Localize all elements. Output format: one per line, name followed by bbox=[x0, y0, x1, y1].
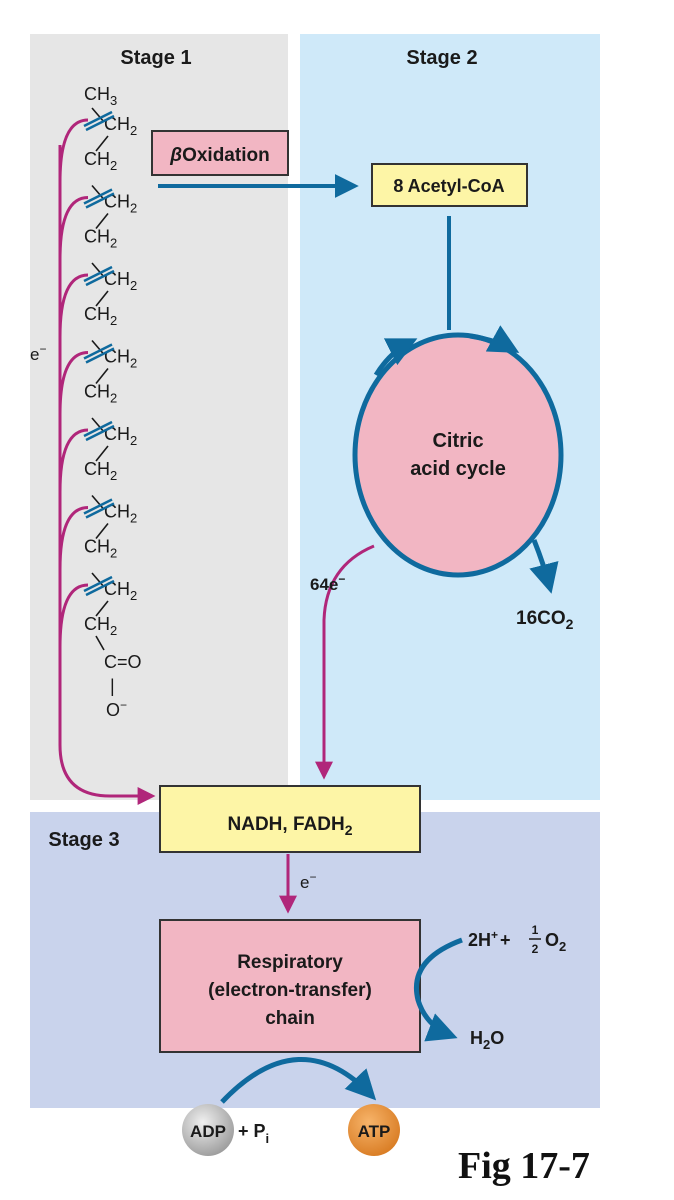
cleavage-mark bbox=[83, 420, 113, 438]
acetyl-coa-label: 8 Acetyl-CoA bbox=[393, 176, 504, 196]
electron-flow-arrow-left bbox=[58, 145, 156, 805]
adp-to-atp-arrow bbox=[220, 1057, 377, 1104]
palmitate-chain: CH3 CH2CH2CH2CH2CH2CH2CH2CH2CH2CH2CH2CH2… bbox=[83, 84, 142, 720]
adp-label: ADP bbox=[190, 1122, 226, 1141]
cleavage-mark bbox=[83, 188, 113, 205]
respiratory-chain-box bbox=[159, 919, 421, 1053]
chain-ch2: CH2 bbox=[84, 149, 117, 173]
atp-label: ATP bbox=[358, 1122, 391, 1141]
chain-ch2: CH2 bbox=[84, 459, 117, 483]
chain-ch2: CH2 bbox=[84, 614, 117, 638]
respiratory-line3: chain bbox=[265, 1008, 315, 1029]
nadh-fadh2-label: NADH, FADH2 bbox=[228, 814, 353, 838]
oxygen-o2: O2 bbox=[545, 930, 566, 954]
chain-bond bbox=[95, 135, 109, 152]
cycle-arrow-left bbox=[373, 338, 418, 377]
electrons-64-label: 64e− bbox=[310, 572, 345, 594]
chain-bond bbox=[91, 184, 105, 201]
cleavage-mark bbox=[83, 343, 113, 360]
cleavage-mark bbox=[85, 114, 115, 132]
atp-circle bbox=[348, 1104, 400, 1156]
cleavage-mark bbox=[83, 110, 113, 128]
stage2-label: Stage 2 bbox=[406, 47, 477, 69]
electron-label-down: e− bbox=[300, 870, 316, 892]
beta-oxidation-box bbox=[151, 130, 289, 176]
electron-flow-arrow-64 bbox=[315, 544, 375, 780]
chain-bond bbox=[95, 523, 109, 539]
chain-bond bbox=[91, 417, 105, 433]
chain-bond bbox=[95, 600, 109, 617]
chain-ch2: CH2 bbox=[84, 382, 117, 406]
oxygen-to-water-arrow bbox=[414, 937, 463, 1042]
cleavage-mark bbox=[85, 579, 115, 597]
chain-bond bbox=[95, 290, 109, 307]
cleavage-mark bbox=[83, 265, 113, 283]
chain-bond bbox=[91, 572, 105, 588]
chain-bond bbox=[95, 635, 105, 651]
cleavage-mark bbox=[83, 498, 113, 515]
cleavage-mark bbox=[85, 192, 115, 209]
chain-bond bbox=[91, 494, 105, 511]
cycle-arrow-right bbox=[469, 325, 520, 353]
electron-label-left: e− bbox=[30, 342, 46, 364]
citric-label-line1: Citric bbox=[432, 430, 483, 452]
chain-bond bbox=[91, 107, 105, 123]
citric-label-line2: acid cycle bbox=[410, 458, 506, 480]
cleavage-mark bbox=[83, 575, 113, 593]
chain-carbonyl: C=O bbox=[104, 652, 142, 672]
nadh-fadh2-box bbox=[159, 785, 421, 853]
respiratory-line2: (electron-transfer) bbox=[208, 980, 372, 1001]
cleavage-mark bbox=[85, 347, 115, 364]
chain-ch2: CH2 bbox=[84, 227, 117, 251]
stage1-label: Stage 1 bbox=[120, 47, 191, 69]
chain-ch2: CH2 bbox=[84, 304, 117, 328]
chain-ch3: CH3 bbox=[84, 84, 117, 108]
acetyl-coa-box bbox=[371, 163, 528, 207]
oxygen-frac-den: 2 bbox=[532, 942, 539, 956]
chain-single-bond: | bbox=[110, 676, 115, 696]
stage3-label: Stage 3 bbox=[48, 829, 119, 851]
cleavage-mark bbox=[85, 269, 115, 287]
co2-arrow bbox=[529, 539, 559, 594]
chain-bond bbox=[95, 368, 109, 384]
respiratory-line1: Respiratory bbox=[237, 952, 343, 973]
chain-bond bbox=[91, 339, 105, 356]
oxygen-input-label: 2H++ bbox=[468, 928, 511, 950]
chain-bond bbox=[95, 445, 109, 462]
cleavage-mark bbox=[85, 502, 115, 519]
pi-label: + Pi bbox=[238, 1121, 269, 1146]
chain-carboxylate: O− bbox=[106, 698, 127, 720]
beta-oxidation-label: βOxidation bbox=[169, 145, 269, 166]
figure-caption: Fig 17-7 bbox=[458, 1145, 590, 1187]
chain-bond bbox=[91, 262, 105, 278]
citric-acid-cycle-circle bbox=[352, 332, 564, 578]
chain-ch2: CH2 bbox=[84, 537, 117, 561]
chain-bond bbox=[95, 213, 109, 229]
water-label: H2O bbox=[470, 1028, 504, 1052]
co2-label: 16CO2 bbox=[516, 608, 574, 632]
adp-circle bbox=[182, 1104, 234, 1156]
cleavage-mark bbox=[85, 424, 115, 442]
oxygen-frac-num: 1 bbox=[532, 923, 539, 937]
